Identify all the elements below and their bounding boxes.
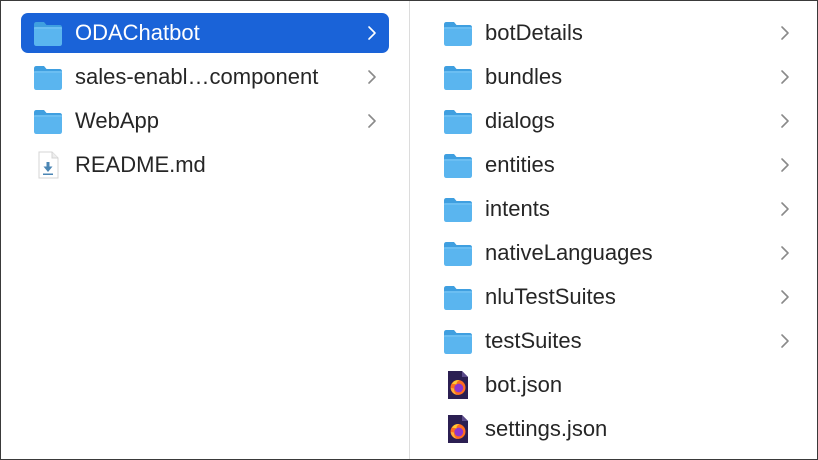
row-label: settings.json — [485, 416, 608, 441]
column-divider[interactable] — [409, 1, 410, 459]
chevron-right-icon — [781, 246, 789, 260]
folder-row-nlutestsuites[interactable]: nluTestSuites — [432, 277, 802, 317]
folder-icon — [443, 19, 473, 47]
folder-row-entities[interactable]: entities — [432, 145, 802, 185]
chevron-right-icon — [781, 114, 789, 128]
json-file-icon — [443, 415, 473, 443]
folder-row-dialogs[interactable]: dialogs — [432, 101, 802, 141]
json-file-icon — [443, 371, 473, 399]
folder-row-sales-enablement-component[interactable]: sales-enabl…component — [21, 57, 389, 97]
folder-row-testsuites[interactable]: testSuites — [432, 321, 802, 361]
row-label: bundles — [485, 64, 563, 89]
chevron-right-icon — [368, 26, 376, 40]
markdown-file-icon — [33, 151, 63, 179]
folder-icon — [443, 151, 473, 179]
row-label: bot.json — [485, 372, 563, 397]
row-label: intents — [485, 196, 550, 221]
folder-icon — [443, 239, 473, 267]
folder-icon — [443, 195, 473, 223]
folder-row-bundles[interactable]: bundles — [432, 57, 802, 97]
file-row-bot-json[interactable]: bot.json — [432, 365, 802, 405]
folder-icon — [443, 327, 473, 355]
file-row-readme[interactable]: README.md — [21, 145, 389, 185]
row-label: sales-enabl…component — [75, 64, 319, 89]
file-row-settings-json[interactable]: settings.json — [432, 409, 802, 449]
row-label: README.md — [75, 152, 206, 177]
chevron-right-icon — [781, 26, 789, 40]
row-label: WebApp — [75, 108, 159, 133]
folder-icon — [33, 107, 63, 135]
folder-row-odachatbot[interactable]: ODAChatbot — [21, 13, 389, 53]
chevron-right-icon — [781, 70, 789, 84]
chevron-right-icon — [781, 202, 789, 216]
chevron-right-icon — [368, 114, 376, 128]
chevron-right-icon — [781, 290, 789, 304]
chevron-right-icon — [781, 158, 789, 172]
folder-row-webapp[interactable]: WebApp — [21, 101, 389, 141]
folder-icon — [443, 63, 473, 91]
row-label: dialogs — [485, 108, 555, 133]
folder-icon — [33, 63, 63, 91]
folder-row-nativelanguages[interactable]: nativeLanguages — [432, 233, 802, 273]
folder-row-intents[interactable]: intents — [432, 189, 802, 229]
chevron-right-icon — [781, 334, 789, 348]
folder-icon — [443, 283, 473, 311]
folder-icon — [443, 107, 473, 135]
folder-row-botdetails[interactable]: botDetails — [432, 13, 802, 53]
row-label: nluTestSuites — [485, 284, 616, 309]
folder-icon — [33, 19, 63, 47]
row-label: nativeLanguages — [485, 240, 653, 265]
row-label: ODAChatbot — [75, 20, 200, 45]
column-odachatbot: botDetails bundles dialogs entities inte… — [410, 1, 817, 459]
row-label: botDetails — [485, 20, 583, 45]
row-label: testSuites — [485, 328, 582, 353]
column-root: ODAChatbot sales-enabl…component WebApp … — [1, 1, 409, 459]
chevron-right-icon — [368, 70, 376, 84]
row-label: entities — [485, 152, 555, 177]
